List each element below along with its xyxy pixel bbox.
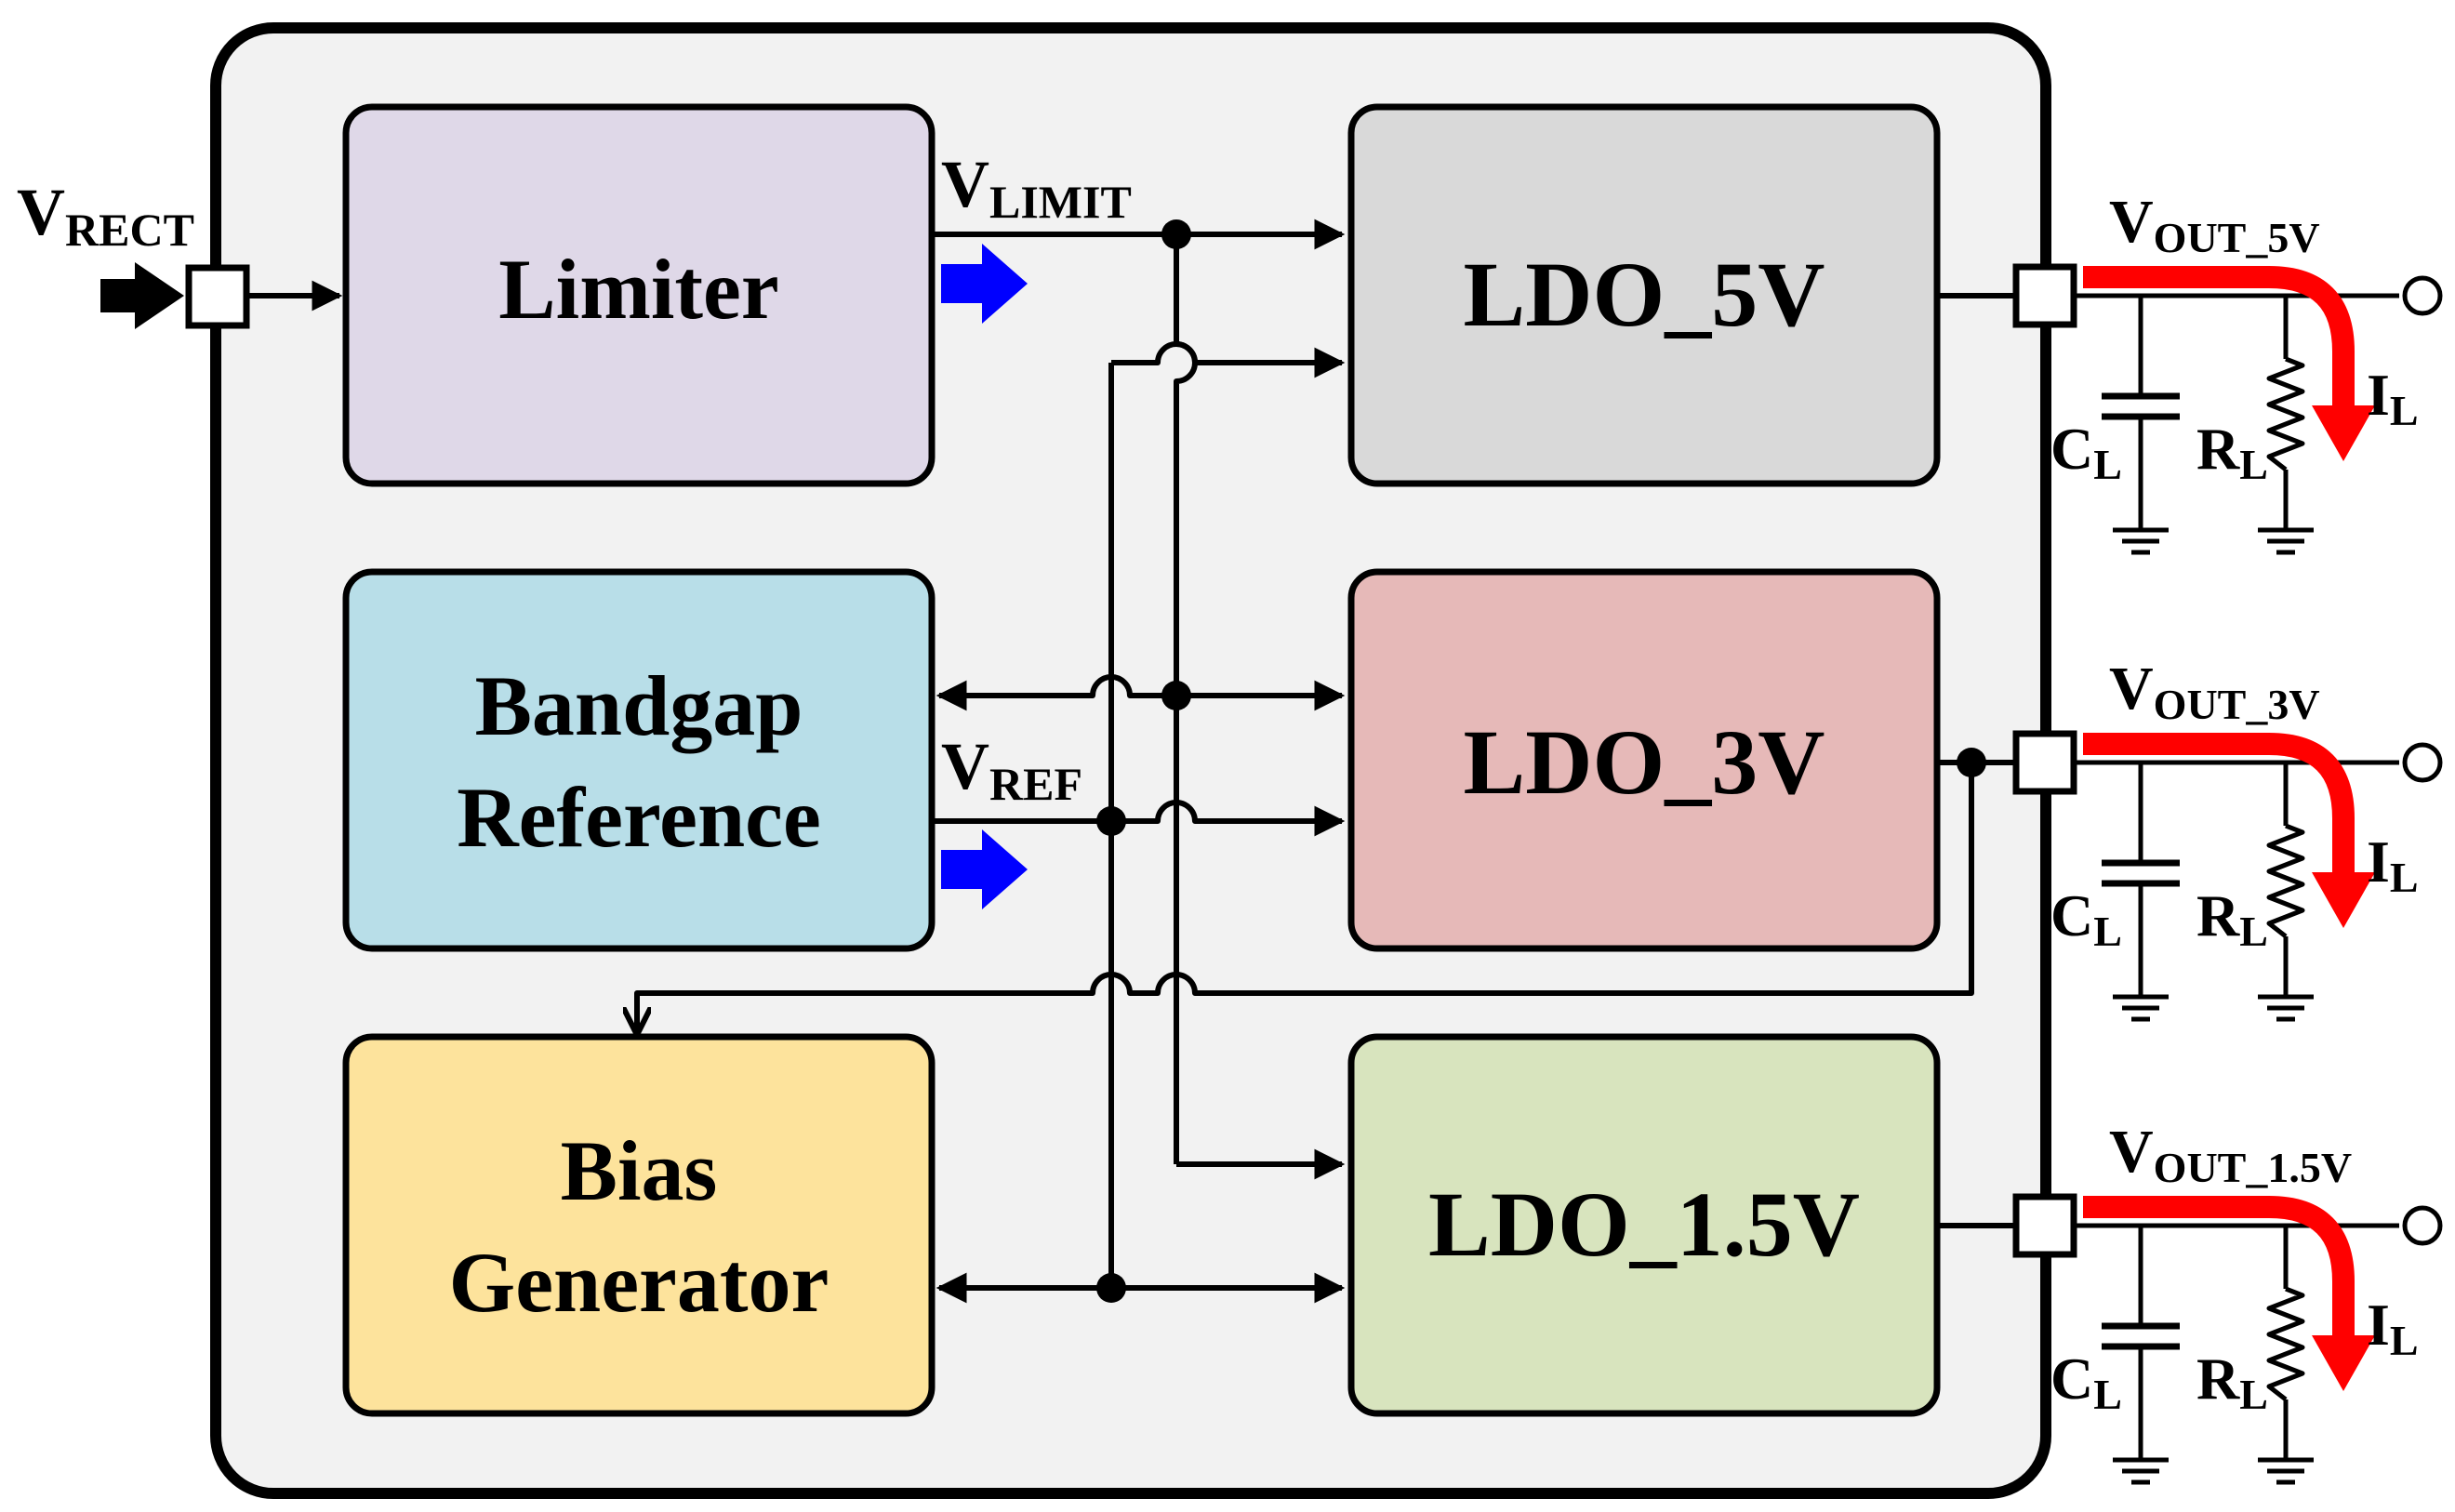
bias-label-line2: Generator	[449, 1235, 829, 1330]
load-current-arrow-icon	[2083, 266, 2375, 461]
output-3v: VOUT_3V CL RL IL	[2012, 655, 2443, 1022]
ground-icon	[2113, 527, 2169, 555]
resistor-icon	[2266, 296, 2305, 530]
vout-label: VOUT_1.5V	[2109, 1118, 2352, 1191]
output-pin	[2012, 1193, 2077, 1258]
res-label: RL	[2196, 416, 2268, 488]
vlimit-arrow-icon	[941, 244, 1028, 324]
cap-label: CL	[2050, 416, 2122, 488]
capacitor-icon	[2102, 763, 2180, 997]
vlimit-label: VLIMIT	[941, 147, 1132, 228]
vrect-label: VRECT	[17, 175, 194, 256]
res-label: RL	[2196, 1346, 2268, 1418]
vout-label: VOUT_3V	[2109, 655, 2320, 728]
vref-label: VREF	[941, 729, 1082, 810]
ground-icon	[2258, 1457, 2314, 1485]
load-current-arrow-icon	[2083, 733, 2375, 928]
vout-label: VOUT_5V	[2109, 188, 2320, 261]
capacitor-icon	[2102, 1226, 2180, 1460]
ldo-5v-block	[1347, 103, 1941, 487]
vref-arrow-icon	[941, 829, 1028, 909]
output-5v: VOUT_5V CL RL IL	[2012, 188, 2443, 555]
output-terminal[interactable]	[2402, 742, 2443, 783]
resistor-icon	[2266, 1226, 2305, 1460]
capacitor-icon	[2102, 296, 2180, 530]
resistor-icon	[2266, 763, 2305, 997]
bandgap-label-line2: Reference	[457, 770, 821, 865]
bias-label-line1: Bias	[561, 1123, 718, 1218]
output-pin	[2012, 730, 2077, 795]
ground-icon	[2113, 1457, 2169, 1485]
res-label: RL	[2196, 882, 2268, 955]
ldo-3v-block	[1347, 568, 1941, 952]
bandgap-block	[342, 568, 936, 952]
bias-block	[342, 1033, 936, 1417]
limiter-block	[342, 103, 936, 487]
ldo-5v-label: LDO_5V	[1464, 243, 1825, 346]
junction-dots	[1096, 219, 1986, 1303]
ldo-1.5v-label: LDO_1.5V	[1428, 1173, 1860, 1276]
ground-icon	[2258, 527, 2314, 555]
output-terminal[interactable]	[2402, 1205, 2443, 1246]
ground-icon	[2258, 994, 2314, 1022]
output-1.5v: VOUT_1.5V CL RL IL	[2012, 1118, 2443, 1485]
current-label: IL	[2367, 1292, 2419, 1364]
output-pin	[2012, 263, 2077, 328]
bandgap-label-line1: Bandgap	[475, 658, 803, 753]
cap-label: CL	[2050, 882, 2122, 955]
ldo-1.5v-block	[1347, 1033, 1941, 1417]
output-terminal[interactable]	[2402, 275, 2443, 316]
vrect-pin	[185, 264, 250, 329]
ground-icon	[2113, 994, 2169, 1022]
input-arrow-icon	[100, 262, 184, 329]
limiter-label: Limiter	[498, 242, 778, 337]
load-current-arrow-icon	[2083, 1196, 2375, 1391]
current-label: IL	[2367, 829, 2419, 901]
ldo-3v-label: LDO_3V	[1464, 710, 1825, 814]
output-sections: VOUT_5V CL RL IL VOUT_3V CL RL IL VOUT_1.5V CL RL I…	[2012, 188, 2443, 1485]
current-label: IL	[2367, 362, 2419, 434]
cap-label: CL	[2050, 1346, 2122, 1418]
